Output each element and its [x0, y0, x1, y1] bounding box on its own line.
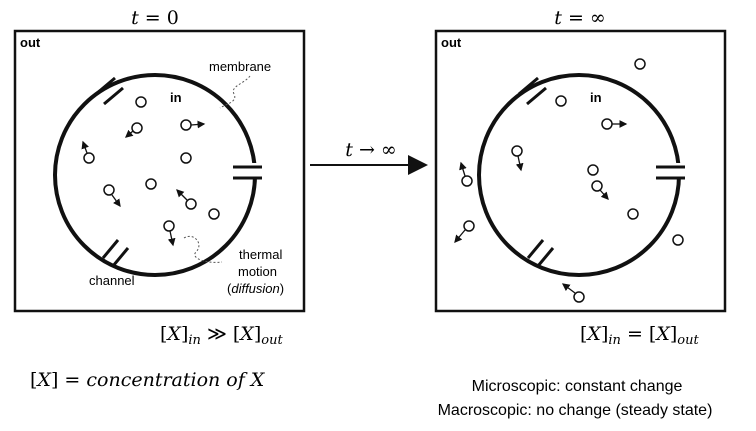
right-relation: [X]in = [X]out	[580, 323, 699, 348]
molecule	[103, 184, 115, 196]
left-molecules	[83, 96, 220, 232]
molecule	[601, 118, 613, 130]
right-box	[434, 29, 727, 313]
transition-label: t → ∞	[345, 139, 396, 161]
molecule	[180, 119, 192, 131]
molecule	[145, 178, 157, 190]
left-channel-right	[233, 163, 262, 180]
right-time-label: t = ∞	[554, 7, 605, 29]
right-motion-arrows	[454, 120, 628, 294]
molecule	[461, 175, 473, 187]
left-in-label: in	[170, 90, 182, 105]
molecule	[511, 145, 523, 157]
molecule	[135, 96, 147, 108]
membrane-label: membrane	[209, 59, 271, 74]
molecule	[591, 180, 603, 192]
thermal-label-2: motion	[238, 264, 277, 279]
thermal-label-1: thermal	[239, 247, 282, 262]
channel-label: channel	[89, 273, 135, 288]
right-channel-right	[656, 163, 685, 180]
molecule	[208, 208, 220, 220]
right-in-label: in	[590, 90, 602, 105]
right-channel-bottom	[526, 239, 555, 267]
summary-line-2: Macroscopic: no change (steady state)	[438, 402, 713, 419]
left-channel-bottom	[101, 239, 130, 267]
right-channel-top	[518, 76, 547, 106]
left-motion-arrows	[81, 120, 206, 247]
molecule	[573, 291, 585, 303]
left-box	[13, 29, 306, 313]
molecule	[185, 198, 197, 210]
left-cell-membrane	[53, 73, 257, 277]
right-out-label: out	[441, 35, 462, 50]
molecule	[627, 208, 639, 220]
molecule	[463, 220, 475, 232]
left-relation: [X]in ≫ [X]out	[160, 323, 283, 348]
left-channel-top	[95, 76, 124, 106]
left-time-label: t = 0	[131, 7, 179, 29]
summary-line-1: Microscopic: constant change	[472, 378, 683, 395]
molecule	[131, 122, 143, 134]
molecule	[587, 164, 599, 176]
molecule	[83, 152, 95, 164]
right-molecules	[461, 58, 684, 303]
thermal-label-3: (diffusion)	[227, 281, 284, 296]
molecule	[180, 152, 192, 164]
molecule	[163, 220, 175, 232]
left-out-label: out	[20, 35, 41, 50]
molecule	[634, 58, 646, 70]
molecule	[555, 95, 567, 107]
molecule	[672, 234, 684, 246]
definition: [X] = concentration of X	[30, 369, 266, 391]
right-cell-membrane	[477, 73, 681, 277]
membrane-pointer	[219, 75, 251, 109]
thermal-pointer	[183, 236, 223, 263]
